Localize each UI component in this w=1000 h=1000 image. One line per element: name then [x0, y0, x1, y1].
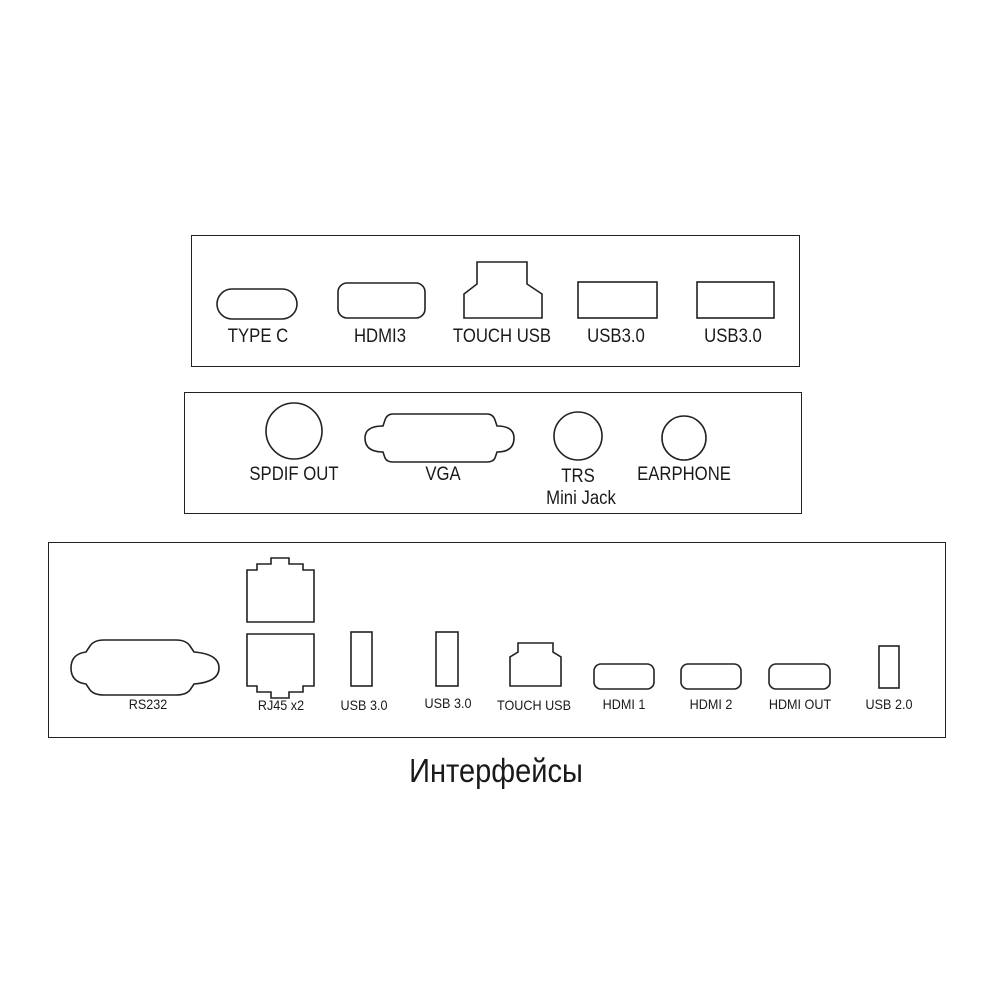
trs-port-icon [553, 411, 603, 461]
rs232-port-icon [70, 639, 220, 696]
rs232-label: RS232 [128, 696, 168, 712]
bottom-panel [48, 542, 946, 738]
earphone-label: EARPHONE [637, 464, 731, 485]
vga-port-icon [364, 413, 515, 463]
vga-label: VGA [425, 464, 461, 485]
hdmi-out-label: HDMI OUT [768, 696, 832, 712]
rj45-label: RJ45 x2 [257, 697, 305, 713]
usb30-port-icon-4 [435, 631, 459, 687]
hdmi1-port-icon [593, 663, 655, 690]
hdmi3-label: HDMI3 [353, 326, 407, 347]
touch-usb-label: TOUCH USB [452, 326, 552, 347]
type-c-port-icon [216, 288, 298, 320]
usb30-label: USB3.0 [587, 326, 645, 347]
touch-usb-port-icon [463, 261, 543, 319]
rj45-port-icon-2 [246, 633, 315, 699]
touch-usb-port-icon-2 [509, 642, 562, 687]
caption: Интерфейсы [409, 752, 583, 789]
hdmi1-label: HDMI 1 [602, 696, 646, 712]
hdmi-out-port-icon [768, 663, 831, 690]
usb30-port-icon-2 [696, 281, 775, 319]
usb30-label-4: USB 3.0 [424, 695, 472, 711]
usb30-port-icon [577, 281, 658, 319]
earphone-port-icon [661, 415, 707, 461]
spdif-out-port-icon [265, 402, 323, 460]
usb30-label-3: USB 3.0 [340, 697, 388, 713]
usb30-label-2: USB3.0 [704, 326, 762, 347]
rj45-port-icon [246, 557, 315, 623]
touch-usb-label-2: TOUCH USB [497, 697, 571, 713]
trs-label: TRS [561, 466, 595, 487]
hdmi2-label: HDMI 2 [689, 696, 733, 712]
mini-jack-label: Mini Jack [546, 488, 616, 509]
middle-panel [184, 392, 802, 514]
usb30-port-icon-3 [350, 631, 373, 687]
type-c-label: TYPE C [227, 326, 289, 347]
hdmi2-port-icon [680, 663, 742, 690]
usb20-label: USB 2.0 [865, 696, 913, 712]
top-panel [191, 235, 800, 367]
hdmi3-port-icon [337, 282, 426, 319]
usb20-port-icon [878, 645, 900, 689]
spdif-out-label: SPDIF OUT [249, 464, 339, 485]
